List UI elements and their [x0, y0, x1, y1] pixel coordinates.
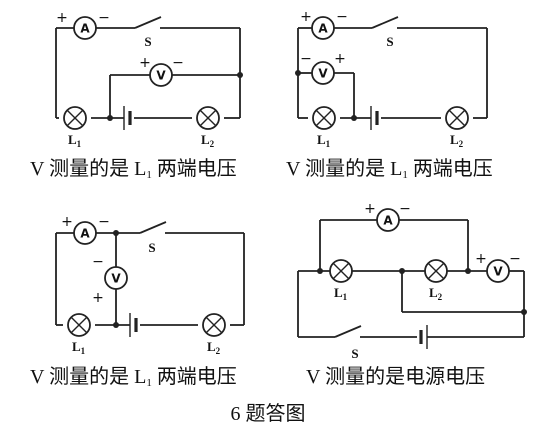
- svg-text:L2: L2: [429, 285, 443, 302]
- svg-text:L1: L1: [72, 339, 86, 356]
- voltmeter-3-label: V: [111, 272, 121, 286]
- ammeter-1-plus: +: [56, 10, 68, 26]
- ammeter-3-plus: +: [61, 214, 73, 230]
- lamp-4-2: [424, 259, 448, 283]
- figure-title: 6 题答图: [231, 402, 306, 425]
- ammeter-3: [73, 221, 97, 245]
- voltmeter-2-label: V: [318, 67, 328, 81]
- switch-4-blade: [334, 325, 362, 338]
- voltmeter-4-minus: −: [509, 251, 521, 267]
- caption-3: V 测量的是 L1 两端电压: [30, 365, 237, 389]
- svg-text:L1: L1: [334, 285, 348, 302]
- voltmeter-1-minus: −: [172, 55, 184, 71]
- lamp-2-2: [445, 106, 469, 130]
- switch-3-label: S: [148, 240, 155, 255]
- circuit-4: A + − V + − S L1 L2: [297, 201, 527, 361]
- ammeter-4: [376, 208, 400, 232]
- ammeter-1-minus: −: [98, 10, 110, 26]
- ammeter-4-label: A: [383, 214, 393, 228]
- ammeter-1: [73, 16, 97, 40]
- voltmeter-4-label: V: [493, 265, 503, 279]
- voltmeter-2: [311, 61, 335, 85]
- svg-text:L2: L2: [201, 132, 215, 149]
- svg-text:L1: L1: [68, 132, 82, 149]
- lamp-3-2: [202, 313, 226, 337]
- caption-4: V 测量的是电源电压: [306, 365, 485, 388]
- voltmeter-1-plus: +: [139, 55, 151, 71]
- ammeter-3-label: A: [80, 227, 90, 241]
- circuit-1: A + − V + − S L1 L2: [55, 10, 243, 149]
- ammeter-2-minus: −: [336, 9, 348, 25]
- svg-text:L2: L2: [450, 132, 464, 149]
- ammeter-3-minus: −: [98, 214, 110, 230]
- switch-1-blade: [134, 16, 162, 29]
- svg-text:L2: L2: [207, 339, 221, 356]
- switch-3-blade: [139, 221, 167, 234]
- voltmeter-2-plus: +: [334, 51, 346, 67]
- ammeter-4-minus: −: [399, 201, 411, 217]
- lamp-1-1: [63, 106, 87, 130]
- switch-4-label: S: [351, 346, 358, 361]
- voltmeter-4: [486, 259, 510, 283]
- voltmeter-3-plus: +: [92, 290, 104, 306]
- switch-2-label: S: [386, 34, 393, 49]
- voltmeter-3-minus: −: [92, 254, 104, 270]
- lamp-4-1: [329, 259, 353, 283]
- voltmeter-1: [149, 63, 173, 87]
- switch-2-blade: [371, 16, 399, 29]
- voltmeter-3: [104, 266, 128, 290]
- ammeter-2: [311, 16, 335, 40]
- voltmeter-2-minus: −: [300, 51, 312, 67]
- ammeter-4-plus: +: [364, 201, 376, 217]
- circuit-2: A + − V − + S L1 L2: [295, 9, 488, 149]
- lamp-2-1: [312, 106, 336, 130]
- lamp-1-2: [196, 106, 220, 130]
- caption-1: V 测量的是 L1 两端电压: [30, 157, 237, 181]
- lamp-3-1: [67, 313, 91, 337]
- voltmeter-4-plus: +: [475, 251, 487, 267]
- ammeter-2-label: A: [318, 22, 328, 36]
- circuit-3: A + − V − + S L1 L2: [55, 214, 245, 356]
- ammeter-1-label: A: [80, 22, 90, 36]
- switch-1-label: S: [144, 34, 151, 49]
- ammeter-2-plus: +: [300, 9, 312, 25]
- svg-text:L1: L1: [317, 132, 331, 149]
- voltmeter-1-label: V: [156, 69, 166, 83]
- caption-2: V 测量的是 L1 两端电压: [286, 157, 493, 181]
